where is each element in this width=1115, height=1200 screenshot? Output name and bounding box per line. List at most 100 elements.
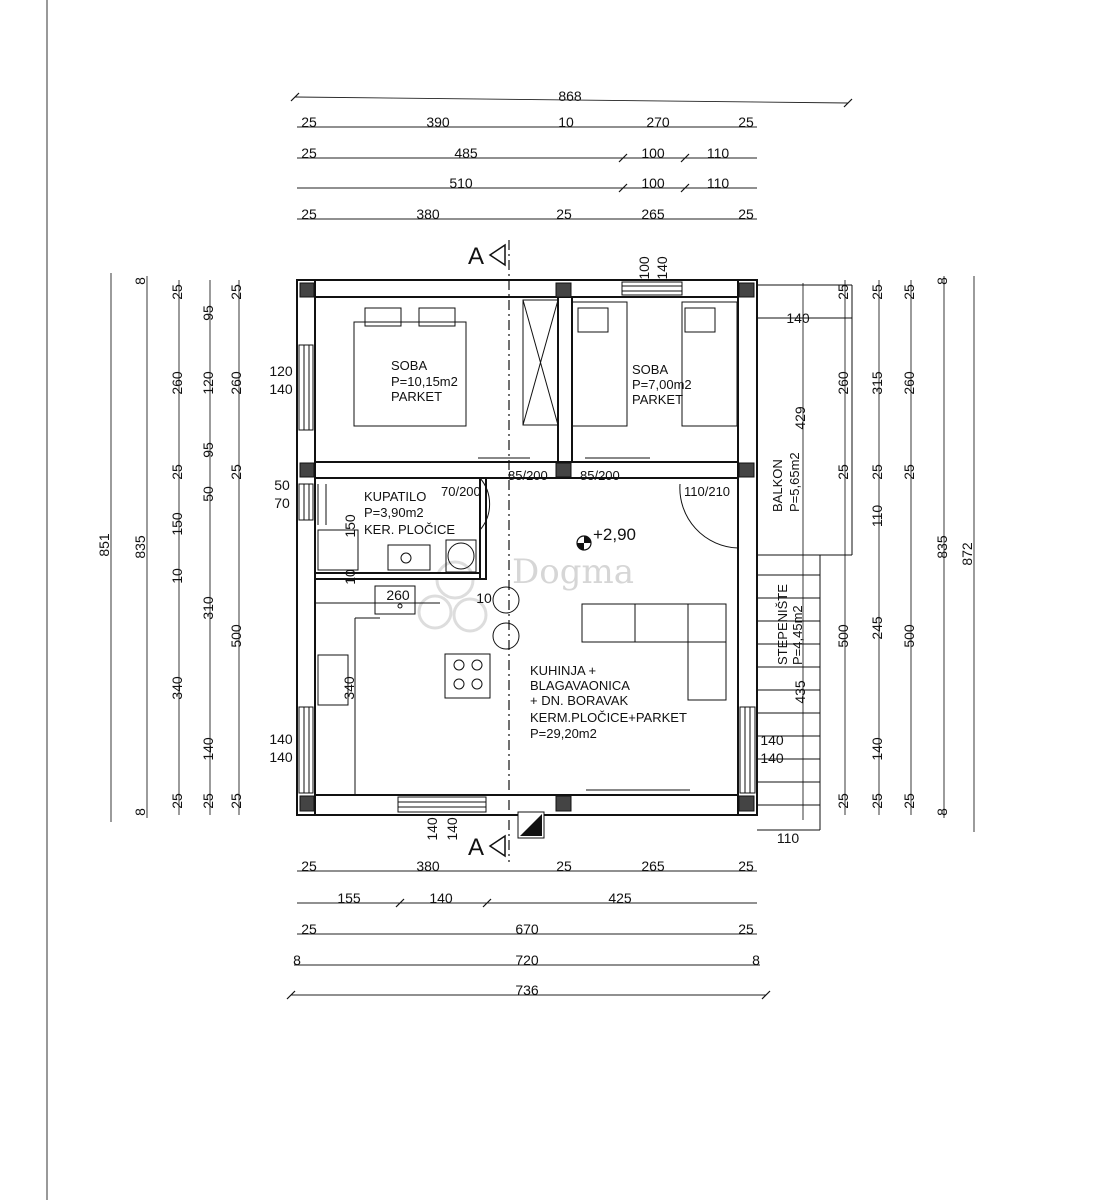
dim-bot-r1-d: 265 [641,858,665,874]
dim-kitchen-side: 340 [341,676,357,700]
bottom-window: 140 140 [397,796,487,841]
dim-right-c1-a: 8 [934,277,950,285]
dim-left-c4-c: 25 [228,464,244,480]
dim-right-c1-c: 8 [934,808,950,816]
dim-top-r4-e: 25 [738,206,754,222]
dim-right-c4-e: 25 [901,793,917,809]
room-6-area: P=4,45m2 [790,605,805,665]
room-6-name: STEPENIŠTE [775,584,790,665]
dim-top-window-b: 140 [654,256,670,280]
dim-left-overall: 851 [96,533,112,557]
dim-top-r2-d: 110 [707,145,730,161]
dim-left-window-top-a: 120 [269,363,293,379]
dim-left-c2-c: 25 [169,464,185,480]
room-3-name: KUPATILO [364,489,426,504]
room-2-area: P=7,00m2 [632,377,692,392]
dim-left-window-bottom-a: 140 [269,731,293,747]
dim-right-c4-a: 25 [901,284,917,300]
dim-bot-r4-b: 720 [515,952,539,968]
dim-bot-r2-c: 425 [608,890,632,906]
dim-top-r1-b: 390 [426,114,450,130]
dim-left-c1-a: 8 [132,277,148,285]
dim-top-r1-d: 270 [646,114,670,130]
watermark-text: Dogma [512,552,634,592]
dim-bot-r1-e: 25 [738,858,754,874]
dim-right-c3-d: 110 [869,505,885,528]
dim-left-c2-d: 150 [169,512,185,536]
dim-right-c3-c: 25 [869,464,885,480]
dim-bot-r3-a: 25 [301,921,317,937]
dim-right-c1-b: 835 [934,535,950,559]
kitchen: 260 340 10 [315,585,520,795]
room-2-finish: PARKET [632,392,683,407]
dim-top-r4-c: 25 [556,206,572,222]
dim-stair-width: 110 [777,830,800,846]
dim-bot-r1-c: 25 [556,858,572,874]
dim-top-r2-b: 485 [454,145,478,161]
dim-left-window-bath-b: 70 [274,495,290,511]
dim-top-window-a: 100 [636,256,652,280]
dim-left-c2-a: 25 [169,284,185,300]
level-marker: +2,90 [576,525,636,551]
dim-left-c2-g: 25 [169,793,185,809]
room-3-finish: KER. PLOČICE [364,522,455,537]
left-windows: 120 140 50 70 140 140 [269,344,314,794]
dim-right-c4-c: 25 [901,464,917,480]
room-2-name: SOBA [632,362,668,377]
door-3-label: 70/200 [441,484,481,499]
watermark: Dogma [417,552,634,633]
dim-right-c2-e: 25 [835,793,851,809]
dim-kitchen-counter: 260 [386,587,410,603]
dim-balcony-width: 140 [786,310,810,326]
dim-top-r1-a: 25 [301,114,317,130]
dim-right-window-a: 140 [760,732,784,748]
dim-top-r2-c: 100 [641,145,665,161]
top-dimensions: 868 25 390 10 270 25 25 485 100 110 510 … [290,88,853,222]
walls [296,279,758,816]
dim-right-c3-f: 140 [869,737,885,761]
dim-bot-overall: 736 [515,982,539,998]
dim-bot-r2-b: 140 [429,890,453,906]
dim-left-c4-a: 25 [228,284,244,300]
dim-right-c2-d: 500 [835,624,851,648]
dim-left-c1-c: 8 [132,808,148,816]
dim-right-c4-d: 500 [901,624,917,648]
dim-pipe: 10 [476,590,492,606]
dim-bot-r1-a: 25 [301,858,317,874]
room-labels: SOBA P=10,15m2 PARKET SOBA P=7,00m2 PARK… [364,358,805,741]
dim-right-c2-c: 25 [835,464,851,480]
dim-bottom-window-a: 140 [424,817,440,841]
dim-left-c2-b: 260 [169,371,185,395]
dim-right-c3-g: 25 [869,793,885,809]
dim-left-c3-f: 140 [200,737,216,761]
room-3-area: P=3,90m2 [364,505,424,520]
dim-right-c2-a: 25 [835,284,851,300]
dim-top-overall: 868 [558,88,582,104]
dim-left-c3-b: 120 [200,371,216,395]
dim-top-r1-e: 25 [738,114,754,130]
dim-right-overall: 872 [959,542,975,566]
section-mark-top: A [468,243,484,270]
dim-left-c3-e: 310 [200,596,216,620]
dim-top-r4-b: 380 [416,206,440,222]
room-5-area: P=5,65m2 [787,452,802,512]
dim-right-c5-b: 435 [792,680,808,704]
dim-top-r4-a: 25 [301,206,317,222]
dim-right-c3-e: 245 [869,616,885,640]
dim-left-c4-b: 260 [228,371,244,395]
dim-top-r3-b: 100 [641,175,665,191]
room-4-finish: KERM.PLOČICE+PARKET [530,710,687,725]
dim-left-c4-d: 500 [228,624,244,648]
dim-left-c4-e: 25 [228,793,244,809]
dim-right-c4-b: 260 [901,371,917,395]
dim-left-c2-f: 340 [169,676,185,700]
dim-left-c3-a: 95 [200,305,216,321]
dim-left-c3-c: 95 [200,442,216,458]
dim-bot-r2-a: 155 [337,890,361,906]
room-4-name: KUHINJA + [530,663,596,678]
dim-bath-a: 150 [342,514,358,538]
dim-bot-r4-c: 8 [752,952,760,968]
dim-top-r3-a: 510 [449,175,473,191]
room-4-area: P=29,20m2 [530,726,597,741]
